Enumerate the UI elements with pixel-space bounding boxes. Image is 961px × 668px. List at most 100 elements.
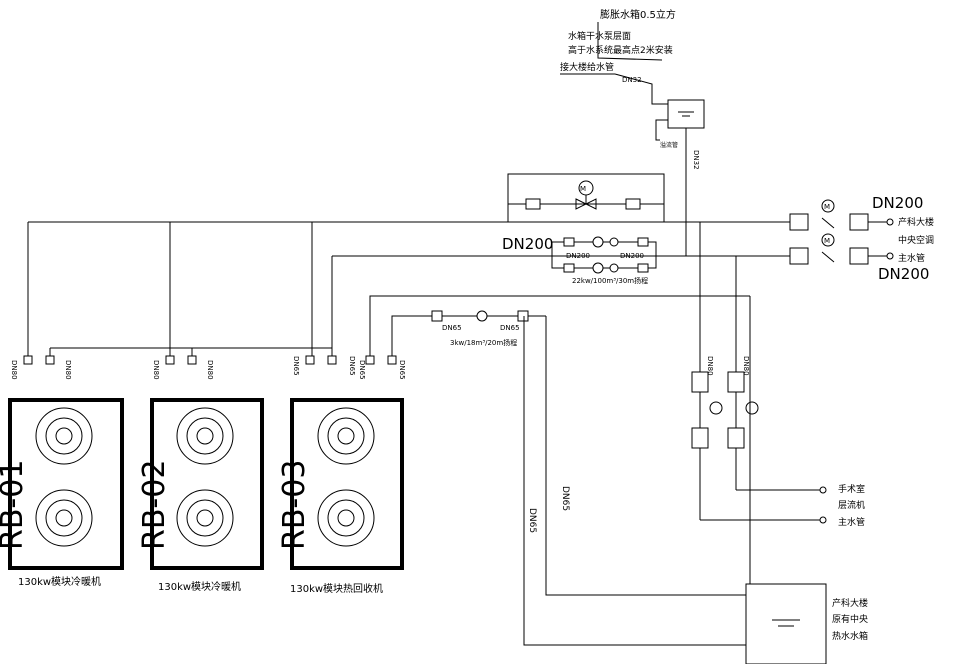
hot-tank-pipe-1: DN65 xyxy=(560,486,570,511)
overflow-pipe xyxy=(655,119,668,141)
unit-pipe-b: DN80 xyxy=(64,360,72,380)
hot-tank-group: DN65 DN65 产科大楼 原有中央 热水水箱 xyxy=(523,296,868,665)
fan-icon-hub xyxy=(55,509,73,527)
motor-valve-icon xyxy=(745,401,759,415)
bypass-loop xyxy=(507,173,665,222)
motor-valve-icon xyxy=(821,199,835,213)
expansion-tank-group: 膨胀水箱0.5立方 水箱干水泵层面 高于水系统最高点2米安装 接大楼给水管 DN… xyxy=(560,8,705,256)
valve-box xyxy=(431,310,443,322)
unit-label: RB-03 xyxy=(277,460,312,550)
fan-icon-inner xyxy=(45,499,83,537)
fan-icon xyxy=(35,407,93,465)
valve-box xyxy=(23,355,33,365)
branch-group: DN80 DN80 手术室 层流机 主水管 xyxy=(691,222,865,528)
valve-box xyxy=(187,355,197,365)
unit-pipe-b: DN80 xyxy=(206,360,214,380)
pump-size-b: DN200 xyxy=(620,252,644,260)
return-size: DN200 xyxy=(878,265,929,283)
motor-valve-icon xyxy=(709,401,723,415)
fan-icon-inner xyxy=(327,499,365,537)
fan-icon-hub xyxy=(55,427,73,445)
valve-box xyxy=(637,237,649,247)
dest-line-2: 中央空调 xyxy=(898,234,934,246)
fan-icon xyxy=(317,407,375,465)
unit-label: RB-02 xyxy=(137,460,172,550)
hot-line xyxy=(369,295,750,360)
pump-icon xyxy=(476,310,488,322)
fan-icon-inner xyxy=(327,417,365,455)
outlet-terminal xyxy=(819,516,827,524)
pump-icon xyxy=(592,262,604,274)
valve-box xyxy=(789,247,809,265)
hot-tank-line-2: 原有中央 xyxy=(832,613,868,625)
unit-rb03: RB-03 130kw模块热回收机 DN65 DN65 DN65 DN65 xyxy=(277,355,406,595)
hot-pump-group: DN65 DN65 3kw/18m³/20m扬程 xyxy=(369,295,750,360)
unit-box xyxy=(8,398,124,570)
valve-box xyxy=(305,355,315,365)
valve-stem xyxy=(821,251,835,263)
hot-line xyxy=(391,315,546,360)
unit-pipe-a: DN65 xyxy=(292,356,300,376)
unit-pipe-a: DN80 xyxy=(10,360,18,380)
outlet-terminal xyxy=(886,218,894,226)
tank-pipe-down: DN32 xyxy=(692,150,700,170)
fan-icon xyxy=(35,489,93,547)
motor-valve-label: M xyxy=(580,185,586,193)
branch-size-b: DN80 xyxy=(742,356,750,376)
fan-icon xyxy=(176,489,234,547)
pump-spec: 22kw/100m³/30m扬程 xyxy=(572,276,648,285)
fan-icon-inner xyxy=(45,417,83,455)
dest-line-1: 产科大楼 xyxy=(898,216,934,228)
tank-overflow: 溢流管 xyxy=(660,141,678,149)
gate-valve-icon xyxy=(575,198,597,210)
valve-box xyxy=(365,355,375,365)
valve-box xyxy=(637,263,649,273)
unit-pipe-c: DN65 xyxy=(358,360,366,380)
hot-pump-size-b: DN65 xyxy=(500,324,520,332)
expansion-tank xyxy=(667,99,705,129)
motor-valve-icon xyxy=(821,233,835,247)
valve-box xyxy=(727,371,745,393)
fan-icon-hub xyxy=(196,427,214,445)
valve-box xyxy=(691,427,709,449)
branch-size-a: DN80 xyxy=(706,356,714,376)
valve-box xyxy=(625,198,641,210)
pump-loop xyxy=(551,241,657,256)
hot-pipe xyxy=(545,316,746,596)
unit-caption: 130kw模块冷暖机 xyxy=(158,580,241,593)
unit-pipe-b: DN65 xyxy=(348,356,356,376)
unit-caption: 130kw模块冷暖机 xyxy=(18,575,101,588)
valve-box xyxy=(849,213,869,231)
motor-valve-label: M xyxy=(824,203,830,211)
outlet-terminal xyxy=(819,486,827,494)
unit-pipe-d: DN65 xyxy=(398,360,406,380)
pump-icon xyxy=(609,263,619,273)
fan-icon xyxy=(317,489,375,547)
tank-note-1: 水箱干水泵层面 xyxy=(568,30,631,42)
valve-box xyxy=(563,237,575,247)
hot-water-tank xyxy=(745,583,827,665)
motor-valve-label: M xyxy=(824,237,830,245)
unit-box xyxy=(150,398,264,570)
hot-tank-line-3: 热水水箱 xyxy=(832,630,868,642)
main-pipes: M M M DN200 DN200 DN200 产科大楼 中央空调 主水管 xyxy=(27,173,934,360)
hot-pipe xyxy=(523,316,746,646)
fan-icon-hub xyxy=(337,509,355,527)
hot-tank-pipe-2: DN65 xyxy=(527,508,537,533)
pump-icon xyxy=(592,236,604,248)
branch-dest-3: 主水管 xyxy=(838,516,865,528)
leader-line xyxy=(597,22,663,61)
tank-note-3: 接大楼给水管 xyxy=(560,61,614,73)
tank-title: 膨胀水箱0.5立方 xyxy=(600,8,676,21)
tank-note-2: 高于水系统最高点2米安装 xyxy=(568,44,673,56)
hot-tank-line-1: 产科大楼 xyxy=(832,597,868,609)
fan-icon-inner xyxy=(186,417,224,455)
unit-rb01: RB-01 130kw模块冷暖机 DN80 DN80 xyxy=(0,355,124,588)
supply-size: DN200 xyxy=(872,194,923,212)
pump-size-a: DN200 xyxy=(566,252,590,260)
hot-pump-size-a: DN65 xyxy=(442,324,462,332)
pump-group: DN200 DN200 22kw/100m³/30m扬程 xyxy=(551,236,657,285)
outlet-terminal xyxy=(886,252,894,260)
